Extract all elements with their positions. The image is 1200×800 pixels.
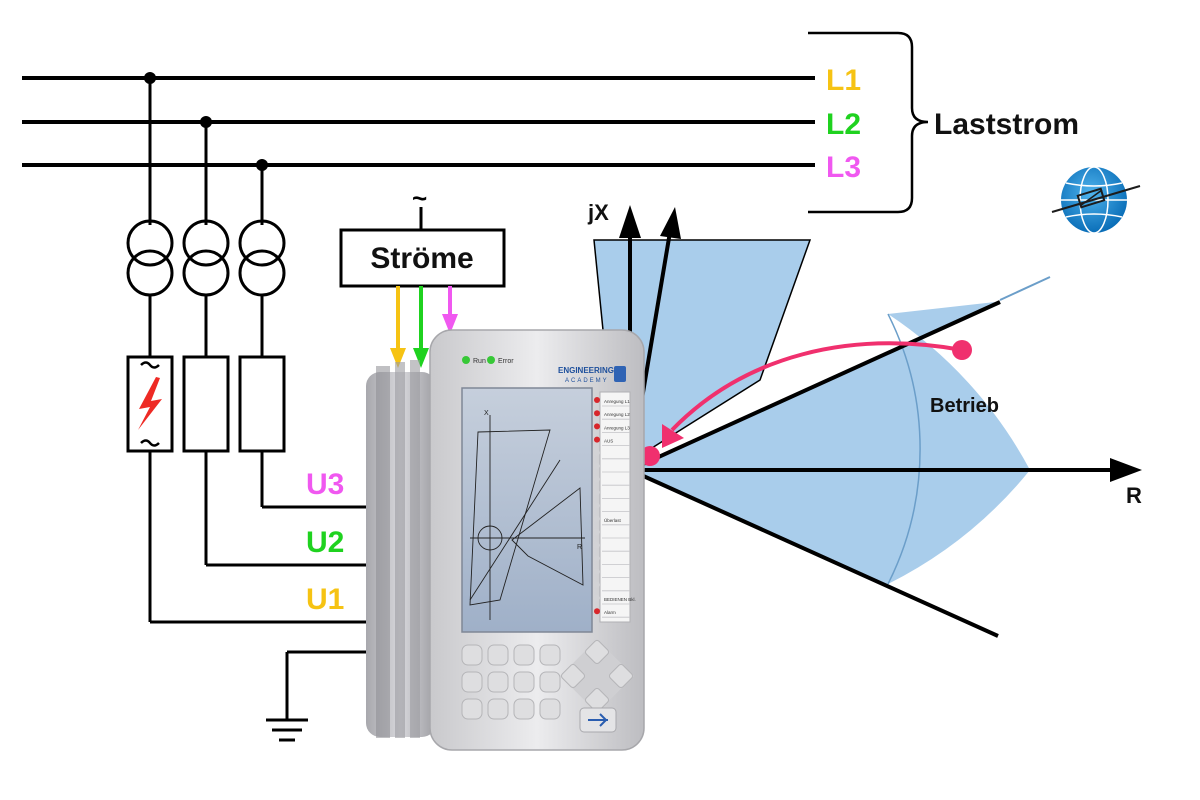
side-led (594, 423, 600, 430)
phase-labels: L1 L2 L3 (826, 64, 861, 184)
side-led (594, 489, 600, 496)
screen-plot (469, 415, 585, 620)
phase-branch-3 (238, 165, 368, 509)
usb-port-icon (579, 707, 617, 733)
curly-brace (808, 31, 929, 214)
axis-label-r: R (1126, 483, 1142, 508)
lightning-icon (138, 377, 162, 430)
fuse-3 (238, 355, 286, 453)
fuse-2 (182, 355, 230, 453)
protection-relay: Run Error ENGINEERING ACADEMY X R Anregu… (366, 329, 645, 751)
ground-icon (266, 650, 368, 742)
led-error-label: Error (498, 358, 514, 365)
impedance-plane: jX R Betrieb (587, 200, 1142, 638)
side-led (594, 542, 600, 549)
side-led (594, 529, 600, 535)
load-point (952, 340, 972, 360)
side-label-text: Überlast (604, 517, 622, 523)
stroeme-block: ~ Ströme (339, 183, 506, 368)
phase-label-l3: L3 (826, 151, 861, 184)
voltage-labels: U3 U2 U1 (306, 468, 344, 616)
device-brand: ENGINEERING (558, 366, 614, 375)
side-led (594, 397, 600, 403)
screen-x-label: X (484, 410, 489, 417)
side-led (594, 595, 600, 601)
voltage-label-u2: U2 (306, 526, 344, 559)
ac-tilde: ~ (412, 183, 427, 213)
side-led (594, 463, 600, 469)
voltage-label-u1: U1 (306, 583, 344, 616)
side-label-text: Anregung L3 (604, 425, 630, 430)
impedance-trajectory (670, 341, 963, 432)
side-led (594, 555, 600, 562)
phase-label-l1: L1 (826, 64, 861, 97)
side-led (594, 449, 600, 456)
side-label-text: AUS (604, 439, 613, 444)
side-led (594, 502, 600, 509)
side-led (594, 608, 600, 615)
led-run-label: Run (473, 358, 486, 365)
side-led (594, 436, 600, 443)
side-label-text: Anregung L2 (604, 412, 630, 417)
fuse-blown (126, 355, 174, 453)
phase-branch-1 (126, 78, 368, 624)
phase-branch-2 (182, 122, 368, 567)
side-led (594, 568, 600, 575)
device-brand-sub: ACADEMY (565, 378, 609, 384)
side-led (594, 581, 600, 588)
device-screen (461, 387, 593, 633)
globe-logo-icon (1051, 166, 1141, 234)
phase-label-l2: L2 (826, 108, 861, 141)
side-led (594, 476, 600, 483)
side-led (594, 515, 600, 522)
keypad (461, 644, 561, 720)
axis-label-jx: jX (587, 200, 609, 225)
side-label-text: Anregung L1 (604, 399, 630, 404)
screen-r-label: R (577, 544, 582, 551)
side-led (594, 410, 600, 417)
brand-logo-icon (614, 366, 626, 382)
navigation-pad (560, 639, 634, 713)
voltage-label-u3: U3 (306, 468, 344, 501)
fault-point (640, 446, 660, 466)
laststrom-label: Laststrom (934, 108, 1079, 141)
side-label-list: Anregung L1 Anregung L2 Anregung L3 AUS Über… (594, 397, 636, 618)
stroeme-label: Ströme (370, 242, 473, 275)
busbars (22, 72, 815, 171)
side-label-text: Alarm (604, 610, 616, 615)
operating-region-label: Betrieb (930, 395, 999, 417)
side-label-text: BEDIENEN Bkl. (604, 597, 636, 602)
